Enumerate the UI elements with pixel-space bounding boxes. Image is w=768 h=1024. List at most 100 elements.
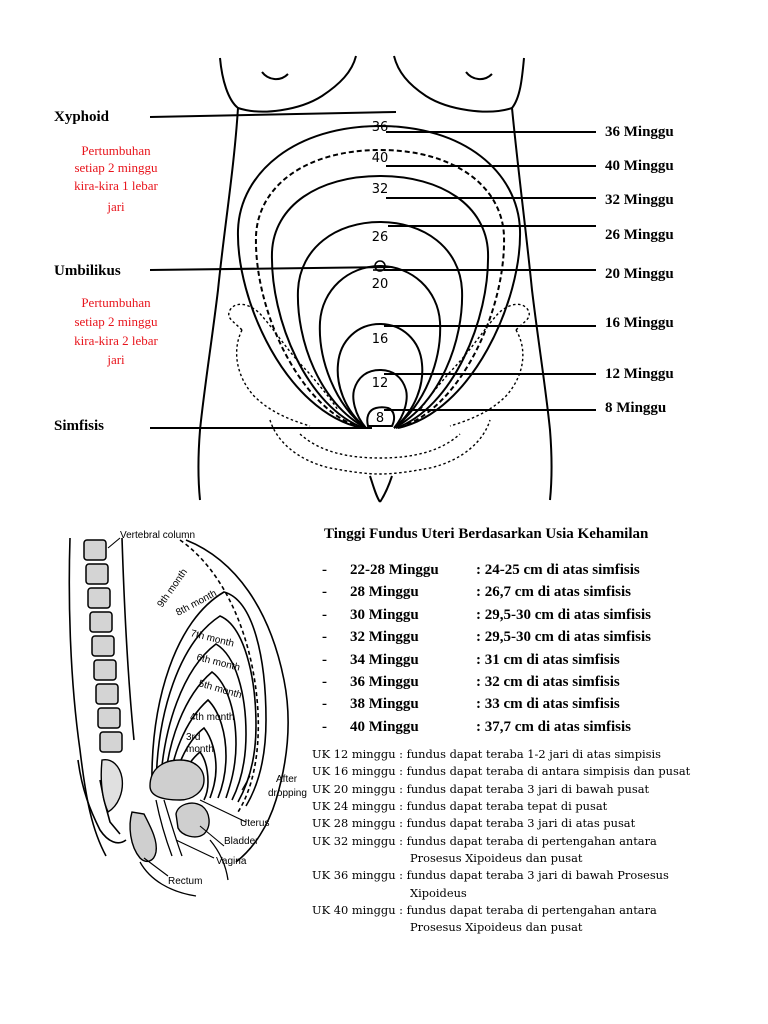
week-label-20: 20 Minggu	[605, 266, 674, 282]
note-week: UK 32 minggu	[312, 833, 396, 848]
list-item: -38 Minggu: 33 cm di atas simfisis	[312, 693, 762, 715]
contour-16	[336, 322, 424, 429]
growth-note-upper: Pertumbuhan setiap 2 minggu kira-kira 1 …	[74, 143, 158, 214]
fundal-height-list: - 22-28 Minggu : 24-25 cm di atas simfisis…	[312, 559, 762, 738]
bullet-dash: -	[322, 651, 327, 668]
fundal-height-info: Tinggi Fundus Uteri Berdasarkan Usia Keh…	[312, 526, 762, 936]
note-week: UK 36 minggu	[312, 868, 396, 883]
contour-26	[296, 220, 464, 429]
growth-note-line: jari	[106, 199, 125, 214]
note-week: UK 24 minggu	[312, 799, 396, 814]
note-text: : fundus dapat teraba di antara simpisis…	[399, 764, 691, 779]
row-value: : 29,5-30 cm di atas simfisis	[476, 629, 651, 646]
contour-7th-month	[159, 643, 247, 801]
contour-6th-month	[163, 670, 237, 799]
list-item: UK 12 minggu : fundus dapat teraba 1-2 j…	[312, 746, 762, 763]
note-text: : fundus dapat teraba 3 jari di bawah pu…	[399, 781, 650, 796]
note-text: : fundus dapat teraba 3 jari di atas pus…	[399, 816, 636, 831]
contour-number-12: 12	[372, 376, 389, 391]
row-week: 38 Minggu	[350, 696, 419, 713]
sagittal-view: Vertebral column 9th month 8th month 7th…	[68, 530, 307, 897]
contour-number-16: 16	[372, 332, 389, 347]
contour-number-8: 8	[376, 411, 384, 426]
note-week: UK 20 minggu	[312, 781, 396, 796]
row-week: 36 Minggu	[350, 673, 419, 690]
torso-right-edge	[510, 57, 553, 501]
torso-outline	[197, 55, 553, 503]
label-after: After	[276, 774, 298, 785]
list-item: UK 36 minggu : fundus dapat teraba 3 jar…	[312, 867, 762, 902]
contour-40	[254, 148, 506, 429]
contour-number-26: 26	[372, 230, 389, 245]
row-value: : 32 cm di atas simfisis	[476, 673, 620, 690]
abdominal-wall	[185, 539, 289, 863]
list-item: -28 Minggu: 26,7 cm di atas simfisis	[312, 581, 762, 603]
growth-note-line: Pertumbuhan	[81, 143, 151, 158]
note-text: : fundus dapat teraba 1-2 jari di atas s…	[399, 747, 661, 762]
note-continuation: Prosesus Xipoideus dan pusat	[410, 920, 583, 935]
growth-note-line: setiap 2 minggu	[74, 314, 158, 329]
table-title: Tinggi Fundus Uteri Berdasarkan Usia Keh…	[324, 526, 649, 542]
pelvic-organs	[129, 759, 210, 863]
palpation-notes: UK 12 minggu : fundus dapat teraba 1-2 j…	[312, 746, 762, 936]
note-week: UK 28 minggu	[312, 816, 396, 831]
perineum-right	[379, 475, 393, 503]
bladder-shape	[175, 802, 210, 838]
list-item: -22-28 Minggu: 24-25 cm di atas simfisis	[312, 559, 762, 581]
list-item: UK 40 minggu : fundus dapat teraba di pe…	[312, 902, 762, 937]
contour-36	[236, 124, 522, 429]
sagittal-details	[139, 799, 229, 897]
growth-note-line: kira-kira 2 lebar	[74, 333, 158, 348]
list-item: -40 Minggu: 37,7 cm di atas simfisis	[312, 716, 762, 738]
left-breast	[237, 55, 357, 113]
perineum-left	[369, 475, 381, 503]
label-5th-month: 5th month	[197, 678, 243, 701]
row-value: : 37,7 cm di atas simfisis	[476, 718, 631, 735]
contour-number-40: 40	[372, 151, 389, 166]
left-nipple	[261, 71, 289, 80]
week-label-12: 12 Minggu	[605, 366, 674, 382]
sagittal-leaders	[107, 537, 251, 877]
note-week: UK 16 minggu	[312, 764, 396, 779]
list-item: -36 Minggu: 32 cm di atas simfisis	[312, 671, 762, 693]
note-continuation: Xipoideus	[410, 885, 467, 900]
growth-note-lower: Pertumbuhan setiap 2 minggu kira-kira 2 …	[74, 295, 158, 367]
label-bladder: Bladder	[224, 836, 259, 847]
label-3rd-month: month	[186, 744, 214, 755]
right-nipple	[465, 71, 493, 80]
week-label-36: 36 Minggu	[605, 124, 674, 140]
contour-12	[352, 368, 408, 429]
label-rectum: Rectum	[168, 876, 202, 887]
contour-number-20: 20	[372, 277, 389, 292]
growth-note-line: jari	[106, 352, 125, 367]
row-week: 22-28 Minggu	[350, 562, 439, 578]
contour-9th-month	[151, 591, 267, 807]
growth-note-line: setiap 2 minggu	[74, 160, 158, 175]
week-label-40: 40 Minggu	[605, 158, 674, 174]
list-item: UK 32 minggu : fundus dapat teraba di pe…	[312, 833, 762, 868]
contour-8th-month	[155, 615, 257, 803]
note-text: : fundus dapat teraba di pertengahan ant…	[399, 902, 657, 917]
row-week: 34 Minggu	[350, 651, 419, 668]
label-simfisis: Simfisis	[54, 418, 104, 434]
sacrum	[100, 759, 124, 814]
row-value: : 33 cm di atas simfisis	[476, 696, 620, 713]
note-week: UK 40 minggu	[312, 902, 396, 917]
note-continuation: Prosesus Xipoideus dan pusat	[410, 850, 583, 865]
row-value: : 24-25 cm di atas simfisis	[476, 562, 640, 578]
label-umbilikus: Umbilikus	[54, 263, 121, 279]
label-vagina: Vagina	[216, 856, 247, 867]
label-xyphoid: Xyphoid	[54, 109, 110, 125]
contour-number-32: 32	[372, 182, 389, 197]
list-item: UK 28 minggu : fundus dapat teraba 3 jar…	[312, 815, 762, 832]
note-week: UK 12 minggu	[312, 747, 396, 762]
label-6th-month: 6th month	[195, 652, 241, 673]
week-label-16: 16 Minggu	[605, 315, 674, 331]
label-4th-month: 4th month	[190, 712, 234, 723]
rectum-shape	[129, 811, 158, 863]
contour-32	[270, 174, 490, 429]
note-text: : fundus dapat teraba 3 jari di bawah Pr…	[399, 868, 669, 883]
week-label-32: 32 Minggu	[605, 192, 674, 208]
contour-5th-month	[167, 698, 227, 799]
